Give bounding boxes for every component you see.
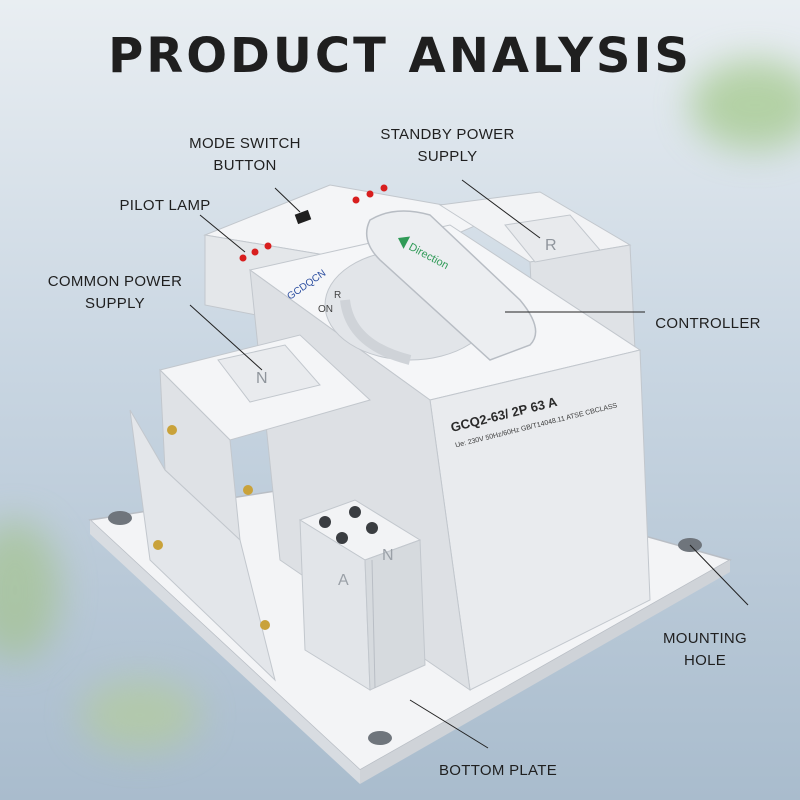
mode-switch-button[interactable] [294, 209, 312, 225]
pole-n-label: N [382, 547, 394, 564]
label-standby-power-supply: STANDBY POWER SUPPLY [380, 126, 515, 165]
terminal-screw-hole [319, 516, 331, 528]
controller-handle-arc [340, 299, 412, 365]
terminal-block-side [364, 539, 426, 691]
mounting-hole [108, 511, 132, 525]
terminal-screw-hole [336, 532, 348, 544]
screw-icon [153, 540, 163, 550]
pilot-lamp-icon [380, 184, 388, 192]
label-bottom-plate: BOTTOM PLATE [438, 762, 558, 779]
left-side-panel [129, 409, 276, 682]
bottom-plate-edge [90, 520, 360, 784]
terminal-screw-hole [349, 506, 361, 518]
page-title: PRODUCT ANALYSIS [108, 28, 692, 84]
controller-handle [365, 210, 537, 361]
dial-on-label: ON [318, 304, 333, 315]
pilot-lamp-icon [251, 248, 259, 256]
screw-icon [260, 620, 270, 630]
mounting-hole [678, 538, 702, 552]
direction-arrow-icon [398, 236, 411, 249]
terminal-divider [371, 559, 376, 689]
pole-a-label: A [338, 572, 349, 589]
label-mounting-hole: MOUNTING HOLE [662, 630, 748, 669]
screw-icon [167, 425, 177, 435]
label-mode-switch-button: MODE SWITCH BUTTON [189, 135, 301, 174]
mounting-hole [368, 731, 392, 745]
label-pilot-lamp: PILOT LAMP [119, 197, 211, 214]
pilot-lamp-icon [264, 242, 272, 250]
bg-blob-green-bottom [80, 680, 200, 750]
pilot-lamp-icon [352, 196, 360, 204]
label-controller: CONTROLLER [655, 315, 761, 332]
dial-r-label: R [334, 290, 341, 301]
pilot-lamp-icon [366, 190, 374, 198]
terminal-r-label: R [545, 237, 557, 254]
screw-icon [243, 485, 253, 495]
bg-blob-green-right [690, 60, 800, 150]
pilot-lamp-icon [239, 254, 247, 262]
terminal-screw-hole [366, 522, 378, 534]
terminal-n-label: N [256, 370, 268, 387]
label-common-power-supply: COMMON POWER SUPPLY [47, 273, 183, 312]
